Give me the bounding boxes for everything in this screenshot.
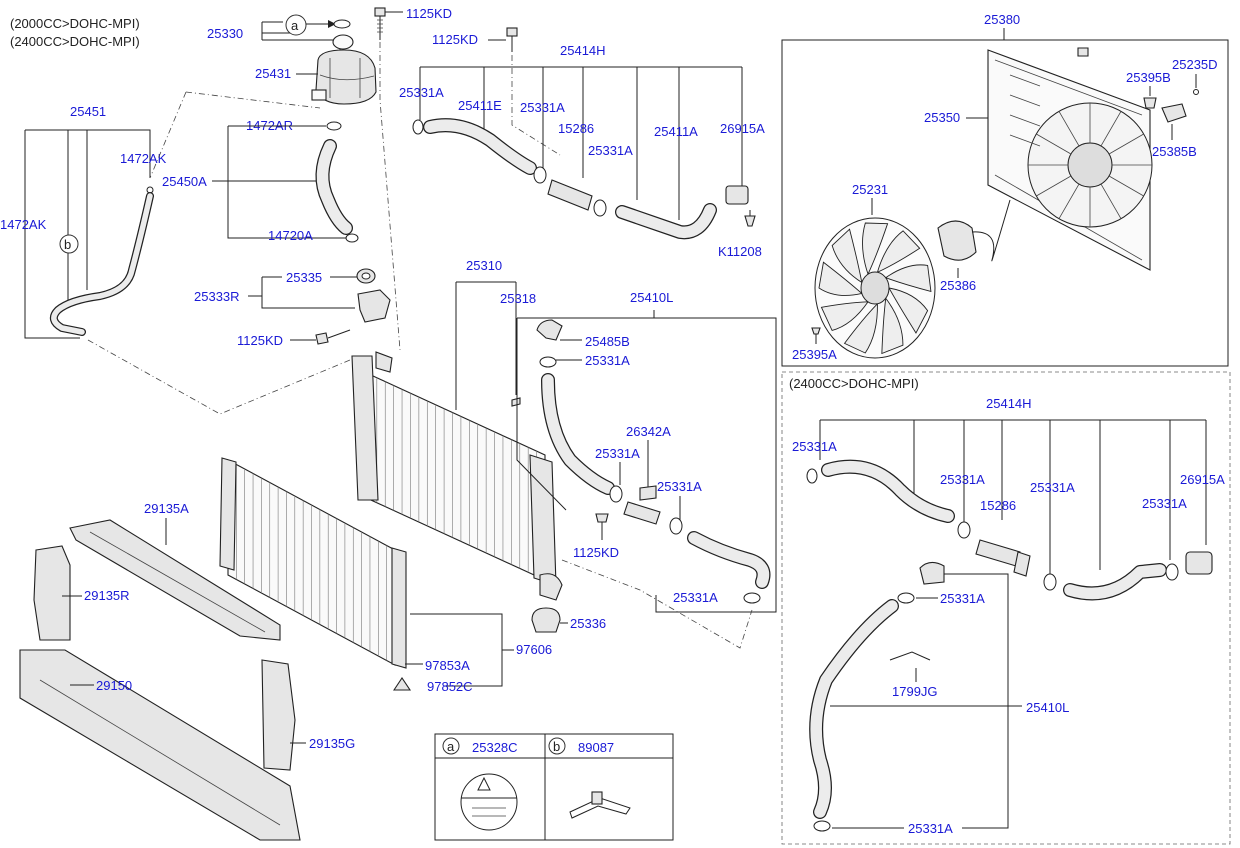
label-25411A[interactable]: 25411A: [654, 124, 698, 139]
label-25385B[interactable]: 25385B: [1152, 144, 1197, 159]
engine-variant-2: (2400CC>DOHC-MPI): [10, 34, 140, 49]
callout-a-circle: [285, 14, 307, 36]
label-25318[interactable]: 25318: [500, 291, 536, 306]
inset-label-25410L[interactable]: 25410L: [1026, 700, 1069, 715]
label-1125KD-bracket[interactable]: 1125KD: [237, 333, 283, 348]
label-25414H[interactable]: 25414H: [560, 43, 606, 58]
label-97606[interactable]: 97606: [516, 642, 552, 657]
inset-label-25331A-5[interactable]: 25331A: [940, 591, 985, 606]
inset-label-25331A-6[interactable]: 25331A: [908, 821, 953, 836]
label-97853A[interactable]: 97853A: [425, 658, 470, 673]
legend-b-part[interactable]: 89087: [578, 740, 614, 755]
label-25451[interactable]: 25451: [70, 104, 106, 119]
label-25350[interactable]: 25350: [924, 110, 960, 125]
label-1125KD-upper-hose[interactable]: 1125KD: [432, 32, 478, 47]
label-15286[interactable]: 15286: [558, 121, 594, 136]
label-1472AK-upper[interactable]: 1472AK: [120, 151, 167, 166]
callout-b-circle: [59, 234, 79, 254]
label-25411E[interactable]: 25411E: [458, 98, 502, 113]
label-25336[interactable]: 25336: [570, 616, 606, 631]
label-25395B[interactable]: 25395B: [1126, 70, 1171, 85]
legend-b-letter: b: [553, 739, 560, 754]
inset-label-25414H[interactable]: 25414H: [986, 396, 1032, 411]
label-25231[interactable]: 25231: [852, 182, 888, 197]
label-97852C[interactable]: 97852C: [427, 679, 473, 694]
inset-label-25331A-4[interactable]: 25331A: [1142, 496, 1187, 511]
legend-table: a 25328C b 89087: [434, 733, 674, 841]
inset-label-1799JG[interactable]: 1799JG: [892, 684, 938, 699]
label-25333R[interactable]: 25333R: [194, 289, 240, 304]
label-25431[interactable]: 25431: [255, 66, 291, 81]
warning-label-icon: [460, 773, 518, 831]
inset-label-15286[interactable]: 15286: [980, 498, 1016, 513]
reservoir-group: 25330 a 25431 1125KD: [207, 6, 452, 351]
label-29150[interactable]: 29150: [96, 678, 132, 693]
label-1472AK-lower[interactable]: 1472AK: [0, 217, 47, 232]
label-14720A[interactable]: 14720A: [268, 228, 313, 243]
label-25330[interactable]: 25330: [207, 26, 243, 41]
label-25310[interactable]: 25310: [466, 258, 502, 273]
condenser-group: 97606 97853A 97852C: [219, 457, 552, 694]
inset-label-26915A[interactable]: 26915A: [1180, 472, 1225, 487]
label-25335[interactable]: 25335: [286, 270, 322, 285]
label-25331A-u1[interactable]: 25331A: [399, 85, 444, 100]
upper-hose-group: 1125KD 25414H 25331A 25411E 25331A 15286…: [399, 27, 765, 259]
legend-a-part[interactable]: 25328C: [472, 740, 518, 755]
label-29135G[interactable]: 29135G: [309, 736, 355, 751]
reservoir-hose-group: 1472AR 25450A 14720A: [162, 118, 359, 243]
label-25395A[interactable]: 25395A: [792, 347, 837, 362]
label-1125KD-lower[interactable]: 1125KD: [573, 545, 619, 560]
grommet-group: 25336: [531, 607, 606, 633]
label-25331A-l1[interactable]: 25331A: [585, 353, 630, 368]
label-26342A[interactable]: 26342A: [626, 424, 671, 439]
label-25331A-u3[interactable]: 25331A: [588, 143, 633, 158]
inset-header: (2400CC>DOHC-MPI): [789, 376, 919, 391]
callout-a-letter: a: [291, 18, 299, 33]
fan-assembly-group: 25380 25350 25235D 25395B 25385B 25231 2…: [781, 12, 1229, 367]
label-25386[interactable]: 25386: [940, 278, 976, 293]
overflow-hose-group: 25451 1472AK 1472AK b: [0, 91, 351, 415]
label-29135R[interactable]: 29135R: [84, 588, 130, 603]
label-25331A-u2[interactable]: 25331A: [520, 100, 565, 115]
callout-b-letter: b: [64, 237, 71, 252]
bracket-group: 25335 25333R 1125KD: [194, 268, 391, 348]
label-29135A[interactable]: 29135A: [144, 501, 189, 516]
label-25235D[interactable]: 25235D: [1172, 57, 1218, 72]
lower-hose-group: 25410L 25485B 25331A 26342A 25331A 25331…: [516, 290, 777, 649]
label-25380[interactable]: 25380: [984, 12, 1020, 27]
inset-label-25331A-1[interactable]: 25331A: [792, 439, 837, 454]
label-K11208[interactable]: K11208: [718, 244, 762, 259]
label-25331A-l4[interactable]: 25331A: [673, 590, 718, 605]
label-25410L[interactable]: 25410L: [630, 290, 673, 305]
legend-a-letter: a: [447, 739, 455, 754]
front-bracket-group: 29135A 29135R 29150 29135G: [19, 501, 355, 841]
radiator-group: 25310 25318: [351, 258, 563, 601]
inset-label-25331A-2[interactable]: 25331A: [940, 472, 985, 487]
inset-2400cc-group: (2400CC>DOHC-MPI) 25414H 25331A 25331A 1…: [781, 371, 1231, 845]
label-25450A[interactable]: 25450A: [162, 174, 207, 189]
label-25331A-l2[interactable]: 25331A: [595, 446, 640, 461]
inset-label-25331A-3[interactable]: 25331A: [1030, 480, 1075, 495]
engine-variant-1: (2000CC>DOHC-MPI): [10, 16, 140, 31]
label-25485B[interactable]: 25485B: [585, 334, 630, 349]
label-1125KD-top[interactable]: 1125KD: [406, 6, 452, 21]
label-26915A[interactable]: 26915A: [720, 121, 765, 136]
label-25331A-l3[interactable]: 25331A: [657, 479, 702, 494]
